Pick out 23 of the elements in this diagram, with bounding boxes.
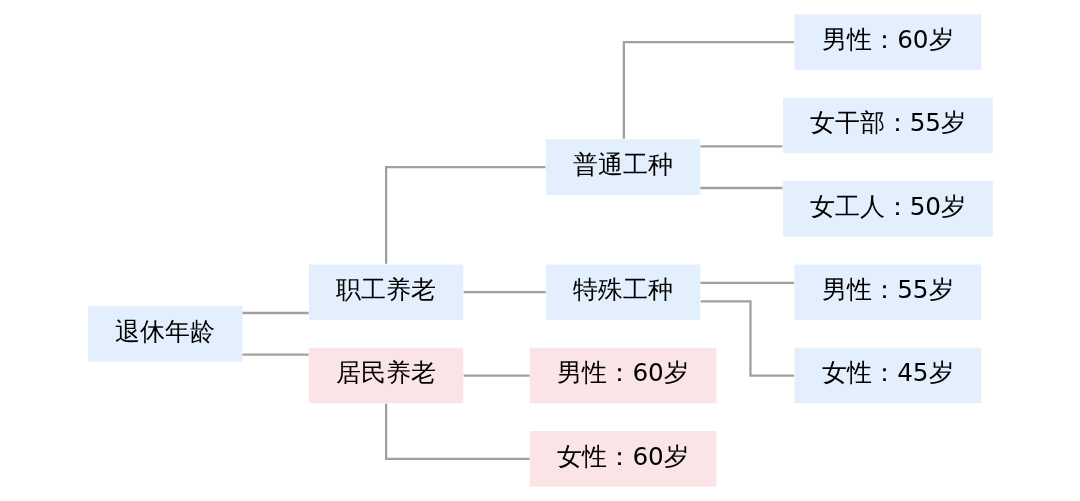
node-box: 女性：60岁 [529,431,716,487]
node-box: 职工养老 [308,264,463,320]
connector [699,145,782,148]
node-box: 普通工种 [545,139,700,195]
connector [242,353,309,356]
connector [699,281,794,285]
connector [242,311,309,315]
connector [463,291,546,294]
connector [622,40,794,139]
connector [384,403,529,461]
node-box: 退休年龄 [87,306,243,362]
connector [700,300,794,377]
node-box: 男性：60岁 [529,347,716,404]
node-box: 男性：55岁 [793,264,981,320]
node-box: 男性：60岁 [793,14,981,70]
node-box: 女干部：55岁 [782,97,993,154]
node-box: 特殊工种 [545,264,700,320]
node-box: 女性：45岁 [793,347,981,404]
connector [384,166,545,264]
node-box: 女工人：50岁 [782,181,993,237]
node-box: 居民养老 [308,347,463,404]
connector [699,186,782,190]
connector [463,374,530,377]
